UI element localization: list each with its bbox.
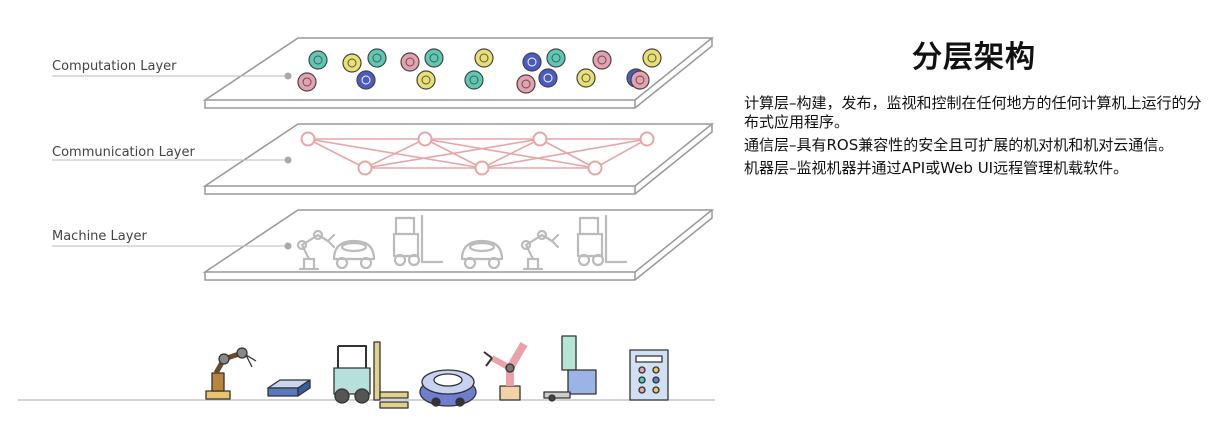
compute-node-glyph	[421, 75, 431, 85]
network-node	[639, 131, 655, 147]
round-robot-icon	[419, 369, 477, 407]
network-node	[587, 160, 603, 176]
compute-node-glyph	[647, 53, 657, 63]
network-node	[417, 131, 433, 147]
compute-node-teal	[308, 50, 328, 70]
compute-node-glyph	[543, 73, 553, 83]
info-panel: 分层架构 计算层–构建，发布，监视和控制在任何地方的任何计算机上运行的分布式应用…	[744, 32, 1204, 182]
forklift-icon	[333, 341, 409, 409]
computation-description: 计算层–构建，发布，监视和控制在任何地方的任何计算机上运行的分布式应用程序。	[744, 94, 1202, 131]
robot-arm-icon	[205, 347, 257, 400]
network-node	[474, 160, 490, 176]
agv-icon	[460, 239, 504, 270]
machine-icons	[296, 214, 628, 271]
agv-icon	[332, 239, 376, 270]
communication-description: 通信层–具有ROS兼容性的安全且可扩展的机对机和机对云通信。	[744, 136, 1174, 154]
communication-leader-dot	[284, 156, 292, 164]
compute-node-glyph	[347, 58, 357, 68]
communication-nodes	[300, 131, 655, 176]
compute-node-glyph	[551, 53, 561, 63]
network-node	[532, 131, 548, 147]
compute-node-glyph	[581, 73, 591, 83]
compute-node-teal	[546, 48, 566, 68]
forklift-icon	[392, 214, 444, 267]
compute-node-glyph	[597, 55, 607, 65]
compute-node-pink	[400, 52, 420, 72]
communication-layer: Communication Layer	[52, 123, 715, 195]
compute-node-glyph	[372, 53, 382, 63]
compute-node-teal	[367, 48, 387, 68]
compute-node-glyph	[361, 75, 371, 85]
compute-node-yellow	[416, 70, 436, 90]
machine-layer-label: Machine Layer	[52, 229, 147, 244]
compute-node-yellow	[576, 68, 596, 88]
compute-node-glyph	[429, 53, 439, 63]
control-cabinet-icon	[629, 349, 669, 401]
network-node	[300, 131, 316, 147]
computation-nodes	[297, 48, 662, 94]
pallet-icon	[267, 379, 311, 397]
page-title: 分层架构	[912, 40, 1036, 75]
compute-node-teal	[464, 70, 484, 90]
compute-node-blue	[522, 52, 542, 72]
compute-node-pink	[516, 74, 536, 94]
machine-plate	[202, 209, 715, 273]
machine-description: 机器层–监视机器并通过API或Web UI远程管理机载软件。	[744, 159, 1129, 177]
compute-node-glyph	[527, 57, 537, 67]
robot-arm-icon	[296, 229, 336, 271]
computation-layer-label: Computation Layer	[52, 59, 177, 74]
pallet-truck-icon	[543, 335, 597, 402]
robot-arm-icon	[520, 229, 560, 271]
computation-leader-dot	[284, 72, 292, 80]
compute-node-yellow	[642, 48, 662, 68]
communication-plate	[202, 123, 715, 187]
compute-node-glyph	[635, 75, 645, 85]
compute-node-yellow	[342, 53, 362, 73]
compute-node-pink	[592, 50, 612, 70]
industrial-arm-icon	[483, 341, 528, 401]
bottom-robots	[205, 335, 669, 409]
compute-node-glyph	[313, 55, 323, 65]
compute-node-glyph	[469, 75, 479, 85]
computation-layer: Computation Layer	[52, 37, 715, 109]
compute-node-blue	[538, 68, 558, 88]
compute-node-pink	[630, 70, 650, 90]
compute-node-blue	[356, 70, 376, 90]
compute-node-glyph	[479, 53, 489, 63]
compute-node-glyph	[302, 77, 312, 87]
compute-node-teal	[424, 48, 444, 68]
compute-node-yellow	[474, 48, 494, 68]
compute-node-glyph	[521, 79, 531, 89]
machine-leader-dot	[284, 242, 292, 250]
architecture-diagram: Computation Layer Communication Layer	[18, 37, 715, 409]
network-node	[357, 160, 373, 176]
machine-layer: Machine Layer	[52, 209, 715, 281]
compute-node-pink	[297, 72, 317, 92]
compute-node-glyph	[405, 57, 415, 67]
communication-network	[307, 138, 648, 169]
forklift-icon	[576, 214, 628, 267]
communication-layer-label: Communication Layer	[52, 145, 195, 160]
